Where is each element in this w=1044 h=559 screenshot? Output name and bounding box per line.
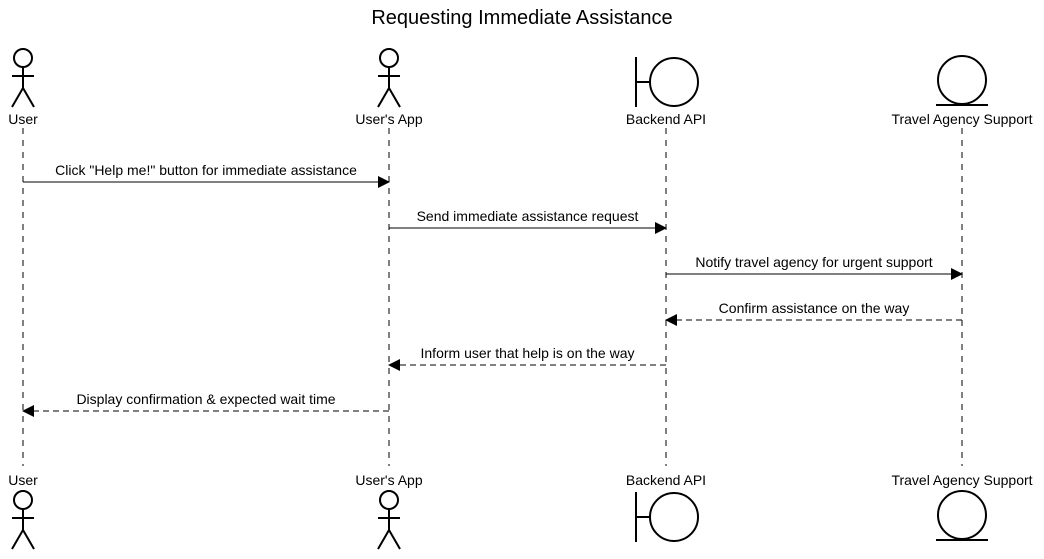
participant-label: Backend API	[626, 472, 706, 488]
message-6: Display confirmation & expected wait tim…	[22, 391, 389, 417]
message-label: Display confirmation & expected wait tim…	[76, 391, 335, 407]
participant-api-top: Backend API	[626, 57, 706, 127]
participant-label: User's App	[355, 472, 422, 488]
participant-user-bottom: User	[8, 472, 38, 550]
participant-label: Travel Agency Support	[891, 111, 1032, 127]
message-label: Confirm assistance on the way	[719, 300, 910, 316]
message-3: Notify travel agency for urgent support	[666, 254, 963, 280]
entity-icon	[936, 55, 988, 106]
participant-label: User's App	[355, 111, 422, 127]
message-label: Inform user that help is on the way	[421, 345, 635, 361]
boundary-icon	[635, 492, 699, 542]
actor-icon	[11, 490, 35, 550]
message-label: Send immediate assistance request	[417, 208, 639, 224]
message-label: Click "Help me!" button for immediate as…	[55, 162, 357, 178]
participant-support-top: Travel Agency Support	[891, 55, 1033, 127]
participant-api-bottom: Backend API	[626, 472, 706, 542]
participant-app-bottom: User's App	[355, 472, 423, 550]
participant-support-bottom: Travel Agency Support	[891, 472, 1033, 541]
message-label: Notify travel agency for urgent support	[695, 254, 932, 270]
message-4: Confirm assistance on the way	[665, 300, 962, 326]
message-2: Send immediate assistance request	[389, 208, 667, 234]
participant-user-top: User	[8, 48, 38, 127]
actor-icon	[377, 490, 401, 550]
boundary-icon	[635, 57, 699, 107]
participant-label: Travel Agency Support	[891, 472, 1032, 488]
actor-icon	[11, 48, 35, 108]
actor-icon	[377, 48, 401, 108]
participant-label: Backend API	[626, 111, 706, 127]
diagram-title: Requesting Immediate Assistance	[371, 7, 672, 29]
participant-label: User	[8, 472, 38, 488]
participant-label: User	[8, 111, 38, 127]
participant-app-top: User's App	[355, 48, 423, 127]
message-5: Inform user that help is on the way	[388, 345, 666, 371]
entity-icon	[936, 490, 988, 541]
message-1: Click "Help me!" button for immediate as…	[23, 162, 390, 188]
